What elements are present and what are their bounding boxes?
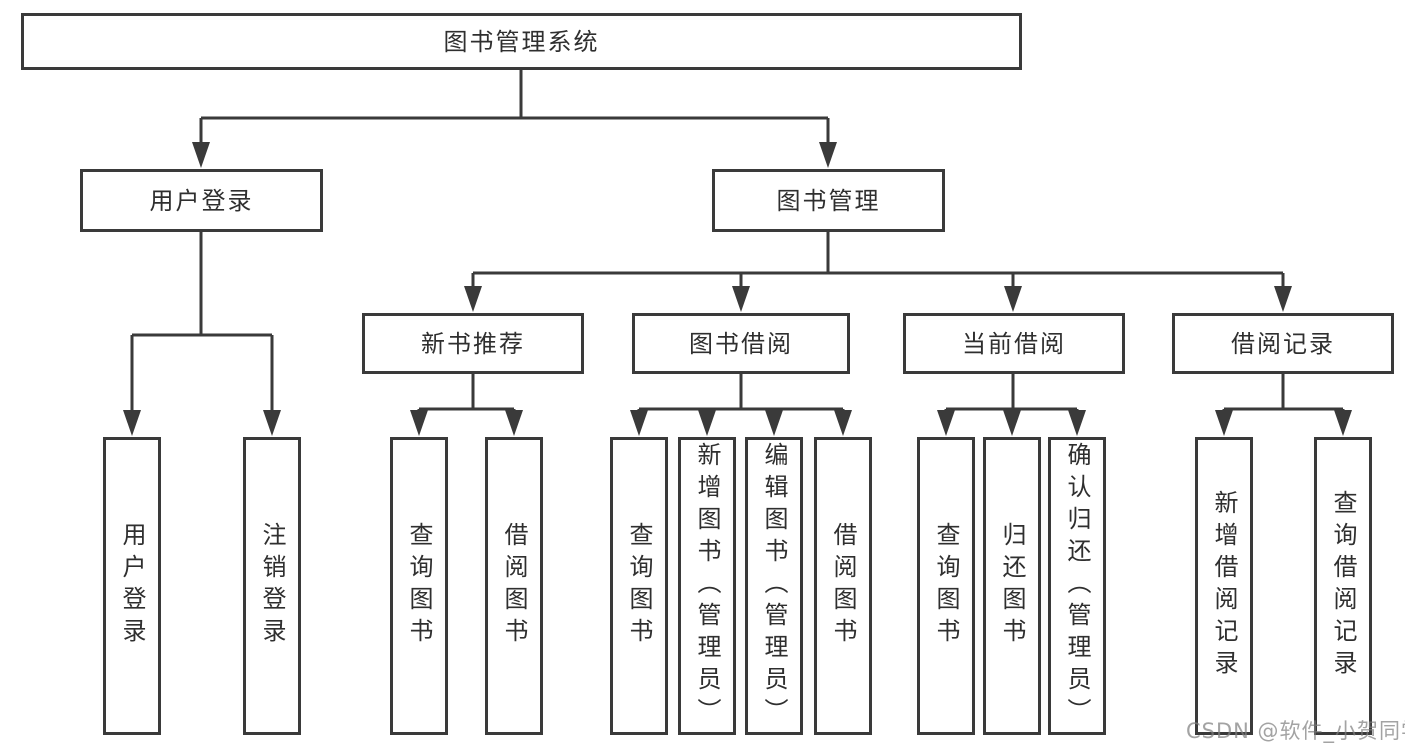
node-current-borrowing: 当前借阅 <box>903 313 1125 374</box>
node-borrow-records-label: 借阅记录 <box>1231 329 1335 358</box>
leaf-edit-book-admin: 编辑图书（管理员） <box>745 437 803 735</box>
leaf-confirm-return-admin: 确认归还（管理员） <box>1048 437 1106 735</box>
node-root-label: 图书管理系统 <box>443 27 600 56</box>
node-current-borrowing-label: 当前借阅 <box>962 329 1066 358</box>
node-root: 图书管理系统 <box>21 13 1022 70</box>
arrowheads <box>123 142 1352 436</box>
leaf-query-book-recommend: 查询图书 <box>390 437 448 735</box>
leaf-query-book-borrowing: 查询图书 <box>610 437 668 735</box>
leaf-logout: 注销登录 <box>243 437 301 735</box>
node-book-management: 图书管理 <box>712 169 945 232</box>
leaf-borrow-book-recommend: 借阅图书 <box>485 437 543 735</box>
node-borrow-records: 借阅记录 <box>1172 313 1394 374</box>
node-new-book-recommend: 新书推荐 <box>362 313 584 374</box>
node-new-book-recommend-label: 新书推荐 <box>421 329 525 358</box>
node-book-borrowing-label: 图书借阅 <box>689 329 793 358</box>
watermark: CSDN @软件_小贺同学 <box>1186 719 1405 743</box>
leaf-add-book-admin: 新增图书（管理员） <box>678 437 736 735</box>
leaf-return-book: 归还图书 <box>983 437 1041 735</box>
leaf-query-borrow-record: 查询借阅记录 <box>1314 437 1372 735</box>
leaf-borrow-book: 借阅图书 <box>814 437 872 735</box>
leaf-add-borrow-record: 新增借阅记录 <box>1195 437 1253 735</box>
leaf-user-login: 用户登录 <box>103 437 161 735</box>
node-user-login-label: 用户登录 <box>149 186 254 215</box>
node-user-login: 用户登录 <box>80 169 323 232</box>
leaf-query-book-current: 查询图书 <box>917 437 975 735</box>
node-book-borrowing: 图书借阅 <box>632 313 850 374</box>
node-book-management-label: 图书管理 <box>776 186 881 215</box>
